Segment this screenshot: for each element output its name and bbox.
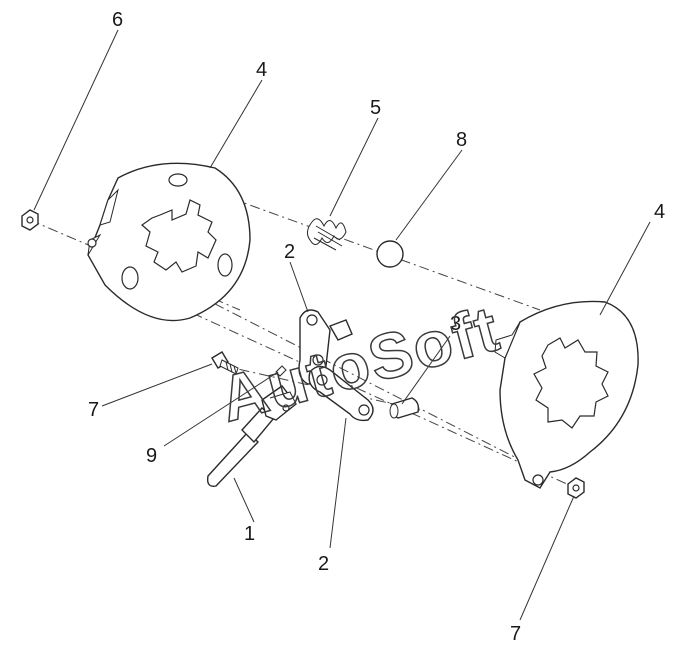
pin-upper: [328, 319, 353, 341]
callout-5: 5: [370, 97, 381, 119]
callout-7-right: 7: [510, 623, 521, 645]
callout-4-left: 4: [256, 59, 267, 81]
nut-left: [21, 209, 39, 231]
pin-cylinder: [389, 397, 420, 419]
plate-left: [87, 162, 251, 322]
ball: [376, 240, 404, 268]
callout-labels: 6 4 5 8 4 2 3 7 9 1 2 7: [88, 9, 665, 645]
callout-2-lower: 2: [318, 553, 329, 575]
callout-1: 1: [244, 523, 255, 545]
lever-upper: [298, 309, 331, 385]
plate-right: [494, 300, 639, 489]
callout-6: 6: [112, 9, 123, 31]
callout-8: 8: [456, 129, 467, 151]
nut-right: [567, 477, 585, 499]
spring: [306, 218, 347, 251]
callout-9: 9: [146, 445, 157, 467]
lever-lower: [308, 365, 374, 422]
callout-3: 3: [450, 313, 461, 335]
callout-4-right: 4: [654, 201, 665, 223]
shaft: [206, 385, 297, 487]
small-pin: [275, 365, 287, 377]
screw-left: [211, 351, 239, 375]
callout-2-upper: 2: [284, 241, 295, 263]
leader-lines: [33, 29, 651, 621]
callout-7-left: 7: [88, 399, 99, 421]
